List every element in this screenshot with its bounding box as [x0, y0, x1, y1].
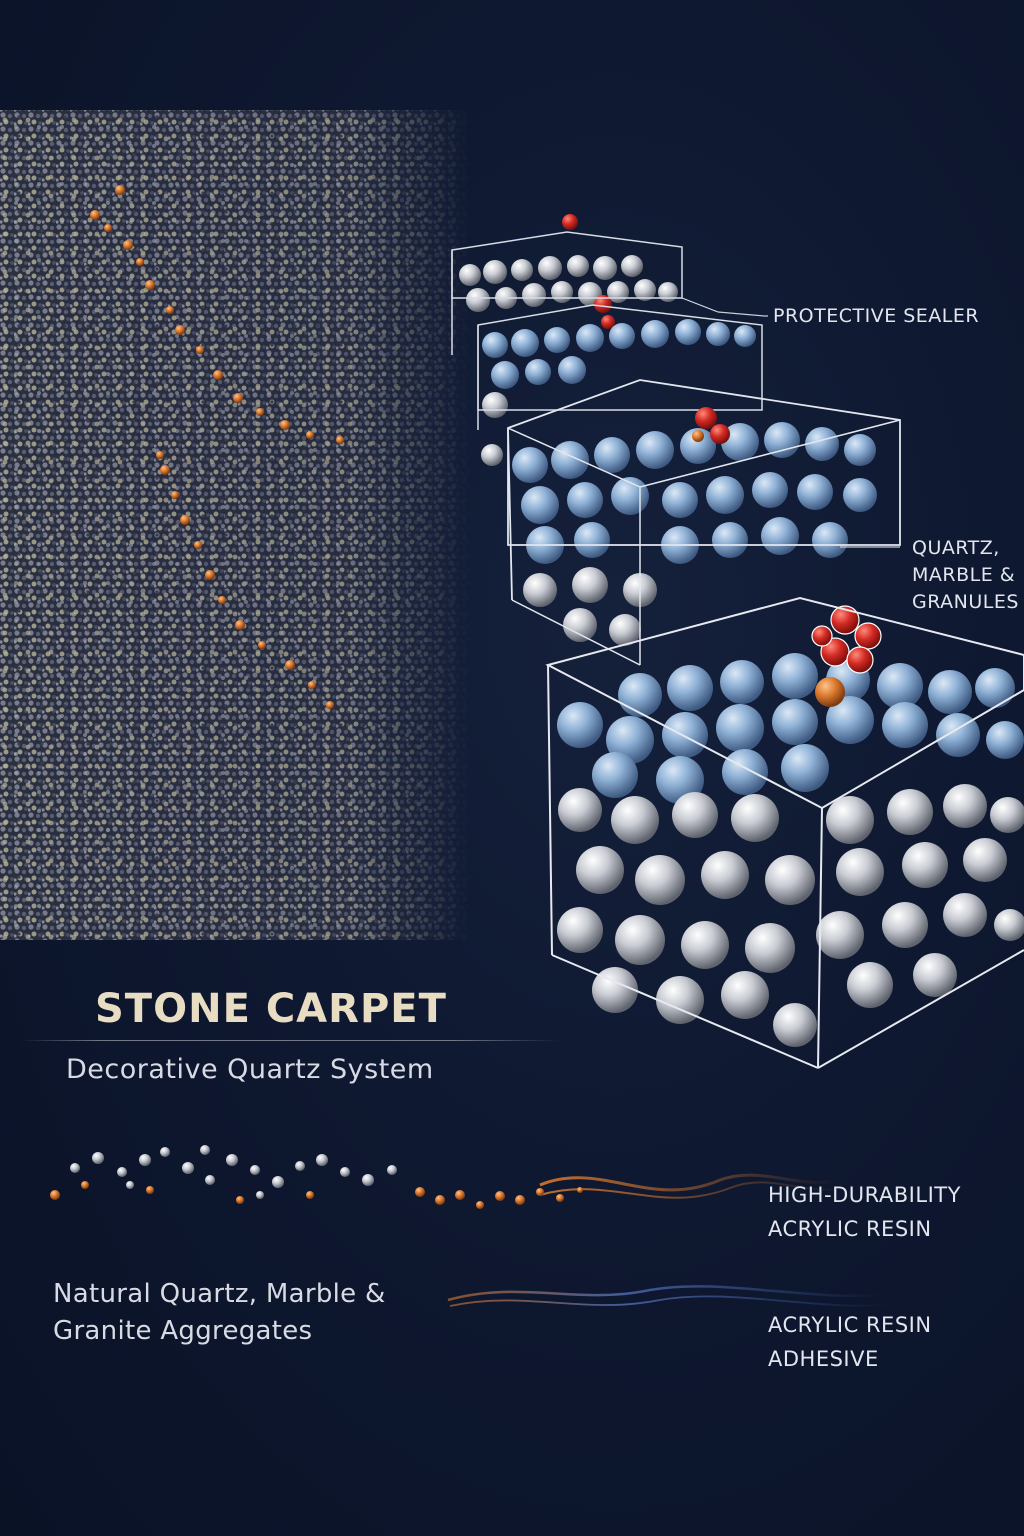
resin-particle-streak: [50, 1145, 846, 1209]
label-acrylic-resin: HIGH-DURABILITY ACRYLIC RESIN: [768, 1178, 961, 1246]
label-resin-line2: ACRYLIC RESIN: [768, 1217, 932, 1241]
resin-vein: [90, 185, 344, 709]
layer-box-sealer: [451, 214, 683, 355]
label-resin-line1: HIGH-DURABILITY: [768, 1183, 961, 1207]
label-adhesive-line2: ADHESIVE: [768, 1347, 879, 1371]
label-granules-line1: QUARTZ,: [912, 537, 1000, 559]
label-protective-sealer: PROTECTIVE SEALER: [773, 305, 980, 327]
title-divider: [20, 1040, 560, 1041]
label-adhesive-line1: ACRYLIC RESIN: [768, 1313, 932, 1337]
label-granules-line3: GRANULES: [912, 591, 1019, 613]
layer-box-granules: [507, 379, 901, 666]
layer-box-2: [477, 297, 763, 466]
page-subtitle: Decorative Quartz System: [66, 1054, 434, 1085]
label-granules-line2: MARBLE &: [912, 564, 1016, 586]
adhesive-streak: [447, 1285, 891, 1307]
label-adhesive: ACRYLIC RESIN ADHESIVE: [768, 1308, 932, 1376]
aggregates-label: Natural Quartz, Marble & Granite Aggrega…: [53, 1276, 386, 1350]
label-granules: QUARTZ, MARBLE & GRANULES: [912, 535, 1019, 616]
leader-lines: [717, 311, 900, 548]
stone-texture-panel: [0, 110, 470, 940]
layer-box-base: [545, 596, 1024, 1069]
aggregates-line1: Natural Quartz, Marble &: [53, 1279, 386, 1309]
page-title: STONE CARPET: [95, 986, 447, 1032]
aggregates-line2: Granite Aggregates: [53, 1316, 313, 1346]
